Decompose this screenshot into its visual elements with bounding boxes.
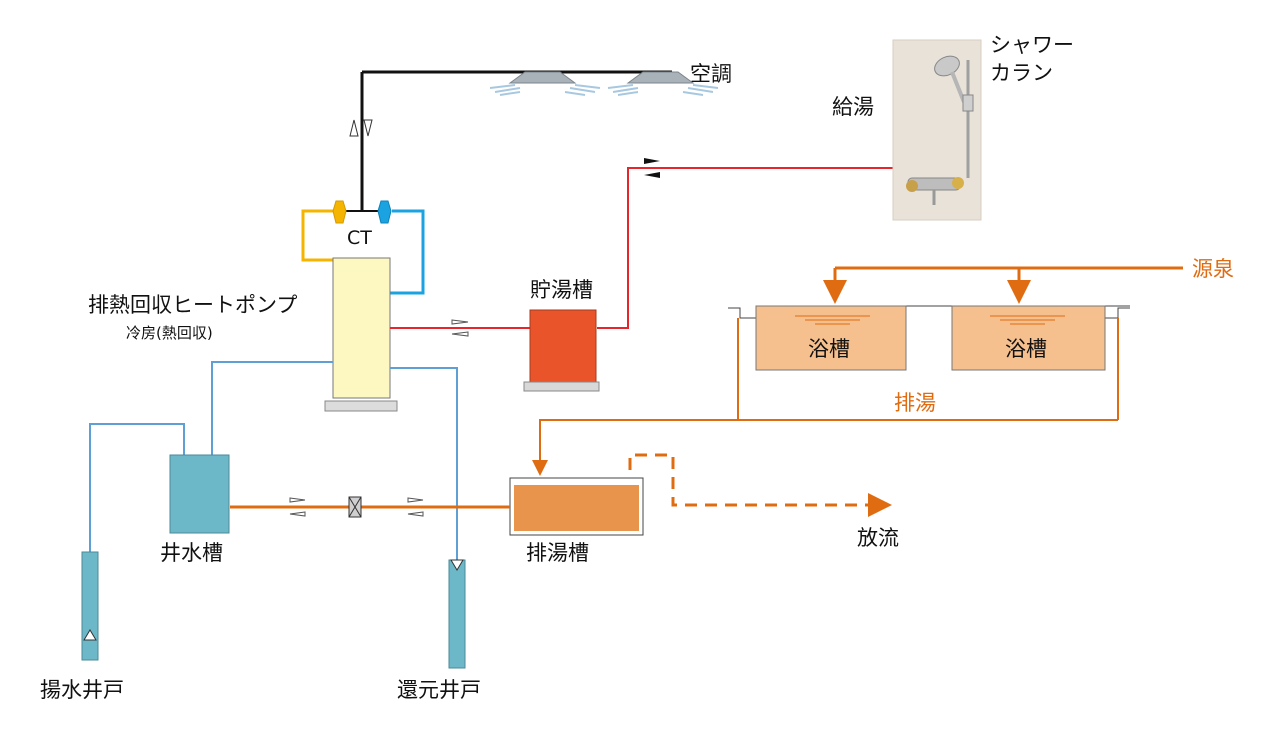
aircon-circuit: 空調 bbox=[349, 62, 732, 210]
aircon-unit-2 bbox=[607, 71, 719, 96]
bath-right-label: 浴槽 bbox=[1005, 337, 1047, 361]
pump-well-label: 揚水井戸 bbox=[40, 678, 124, 702]
discharge-label: 放流 bbox=[857, 526, 899, 550]
bath-left-label: 浴槽 bbox=[808, 337, 850, 361]
shower-label-line1: シャワー bbox=[990, 33, 1074, 57]
storage-tank-label: 貯湯槽 bbox=[530, 278, 593, 302]
source-spring-circuit: 源泉 bbox=[823, 257, 1234, 304]
source-spring-label: 源泉 bbox=[1192, 257, 1234, 281]
drain-circuit: 排湯 bbox=[532, 318, 1119, 476]
aircon-unit-1 bbox=[489, 71, 601, 96]
heat-pump-label: 排熱回収ヒートポンプ bbox=[88, 293, 297, 317]
hot-water-supply-label: 給湯 bbox=[832, 95, 874, 119]
hot-water-circuit bbox=[390, 158, 893, 337]
storage-tank: 貯湯槽 bbox=[523, 278, 600, 392]
pump-well: 揚水井戸 bbox=[40, 551, 124, 702]
ct-warm-valve-icon bbox=[332, 200, 347, 224]
aircon-label: 空調 bbox=[690, 62, 732, 86]
baths: 浴槽 浴槽 bbox=[728, 305, 1130, 371]
cooling-tower: CT bbox=[301, 200, 425, 295]
well-tank: 井水槽 bbox=[160, 454, 230, 565]
drain-tank: 排湯槽 放流 bbox=[509, 453, 899, 565]
well-water-circuit bbox=[89, 361, 510, 632]
return-well: 還元井戸 bbox=[397, 559, 481, 702]
shower-label-line2: カラン bbox=[990, 61, 1053, 85]
well-tank-label: 井水槽 bbox=[160, 541, 223, 565]
heat-pump-mode-label: 冷房(熱回収) bbox=[126, 324, 213, 342]
shower-photo bbox=[892, 39, 982, 221]
drain-tank-label: 排湯槽 bbox=[526, 541, 589, 565]
bath-left bbox=[755, 305, 907, 371]
ct-cool-valve-icon bbox=[377, 200, 392, 224]
heat-pump: 排熱回収ヒートポンプ 冷房(熱回収) bbox=[88, 257, 398, 412]
ct-label: CT bbox=[347, 227, 372, 249]
drain-hot-label: 排湯 bbox=[894, 391, 936, 415]
return-well-label: 還元井戸 bbox=[397, 678, 481, 702]
strainer-valve-icon bbox=[348, 496, 362, 518]
bath-right bbox=[951, 305, 1106, 371]
